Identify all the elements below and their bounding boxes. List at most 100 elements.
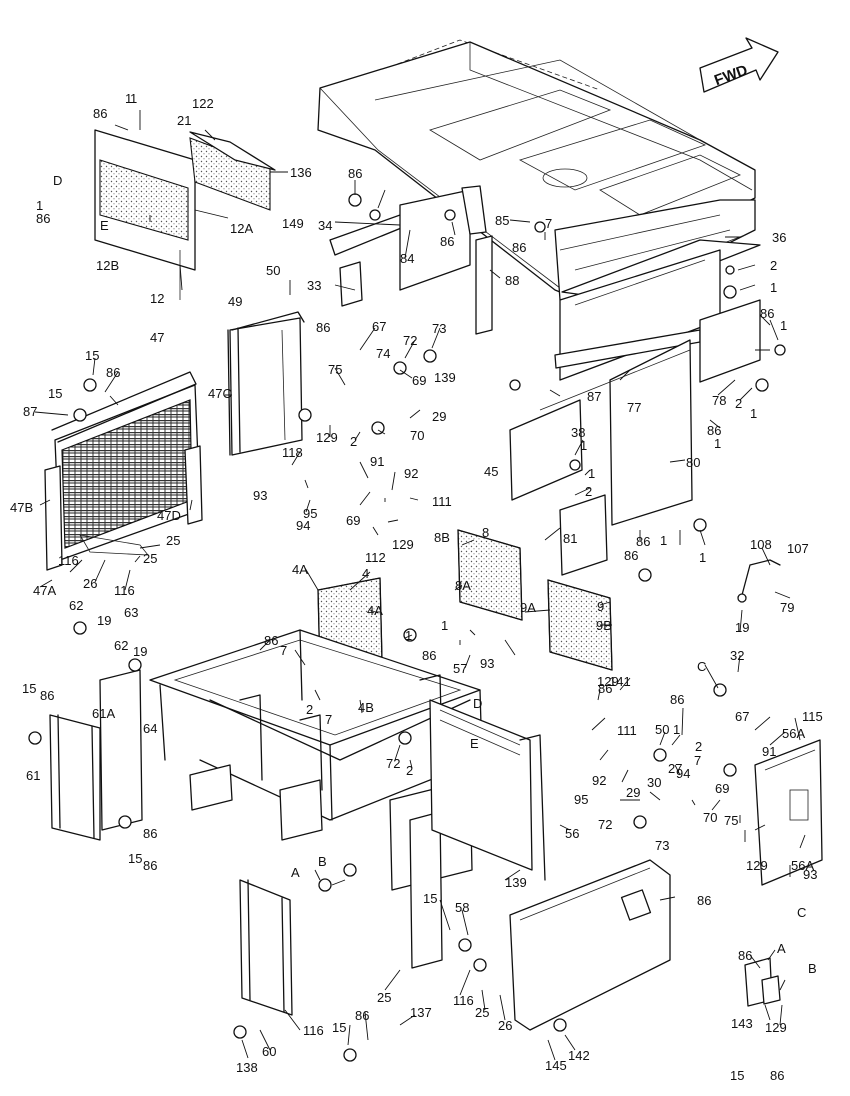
- door-58: [509, 859, 671, 1031]
- part-number-label: 19: [735, 620, 749, 635]
- part-number-label: 129: [746, 858, 768, 873]
- part-number-label: 108: [750, 537, 772, 552]
- part-number-label: 86: [697, 893, 711, 908]
- part-number-label: C: [697, 659, 706, 674]
- part-number-label: 27: [668, 761, 682, 776]
- part-number-label: 70: [410, 428, 424, 443]
- part-number-label: 95: [303, 506, 317, 521]
- part-number-label: 30: [647, 775, 661, 790]
- part-number-label: B: [808, 961, 817, 976]
- side-panel-60: [239, 879, 293, 1016]
- part-number-label: 137: [410, 1005, 432, 1020]
- part-number-label: 1: [36, 198, 43, 213]
- part-number-label: 2: [770, 258, 777, 273]
- part-number-label: 87: [23, 404, 37, 419]
- part-number-label: 149: [282, 216, 304, 231]
- part-number-label: E: [100, 218, 109, 233]
- part-number-label: 86: [355, 1008, 369, 1023]
- part-number-label: 38: [571, 425, 585, 440]
- fwd-arrow-icon: FWD: [699, 37, 779, 93]
- leader-lines: [34, 110, 806, 1061]
- part-number-label: 77: [627, 400, 641, 415]
- cover-plates: [509, 339, 693, 576]
- part-number-label: 86: [760, 306, 774, 321]
- part-number-label: 67: [372, 319, 386, 334]
- roof-brackets: [329, 185, 761, 383]
- part-number-label: 56A: [791, 858, 814, 873]
- part-number-label: 1: [770, 280, 777, 295]
- part-number-label: 7: [280, 643, 287, 658]
- part-number-label: 49: [228, 294, 242, 309]
- part-number-label: 86: [624, 548, 638, 563]
- part-number-label: 86: [36, 211, 50, 226]
- part-number-label: 88: [505, 273, 519, 288]
- part-number-label: 116: [453, 993, 474, 1008]
- part-number-label: 62: [114, 638, 128, 653]
- part-number-label: 72: [598, 817, 612, 832]
- part-number-label: 15: [730, 1068, 744, 1083]
- part-number-label: 107: [787, 541, 809, 556]
- part-number-label: 86: [707, 423, 721, 438]
- part-number-label: 2: [350, 434, 357, 449]
- part-number-label: 86: [670, 692, 684, 707]
- part-number-label: 19: [97, 613, 111, 628]
- part-number-label: 75: [724, 813, 738, 828]
- part-number-label: 129: [597, 674, 619, 689]
- part-number-label: 91: [370, 454, 384, 469]
- part-number-label: 60: [262, 1044, 276, 1059]
- part-number-label: 25: [166, 533, 180, 548]
- part-number-label: A: [777, 941, 786, 956]
- part-number-label: 1: [441, 618, 448, 633]
- part-number-label: 86: [93, 106, 107, 121]
- part-number-label: 129: [316, 430, 338, 445]
- part-number-label: 12B: [96, 258, 119, 273]
- part-number-label: 1: [714, 436, 721, 451]
- part-number-label: 7: [325, 712, 332, 727]
- part-number-label: 15: [423, 891, 437, 906]
- part-number-label: 50: [655, 722, 669, 737]
- part-number-label: 129: [392, 537, 414, 552]
- part-number-label: 8A: [455, 578, 471, 593]
- part-number-label: 56: [565, 826, 579, 841]
- part-number-label: 15: [48, 386, 62, 401]
- part-number-label: 139: [505, 875, 527, 890]
- part-number-label: 86: [40, 688, 54, 703]
- part-number-label: 26: [498, 1018, 512, 1033]
- part-number-label: 25: [377, 990, 391, 1005]
- hose-108: [737, 559, 781, 603]
- part-number-label: 9B: [596, 618, 612, 633]
- part-number-label: 143: [731, 1016, 753, 1031]
- part-number-label: 86: [348, 166, 362, 181]
- part-number-label: 4A: [292, 562, 308, 577]
- part-number-label: 56A: [782, 726, 805, 741]
- part-number-label: 73: [655, 838, 669, 853]
- part-number-label: 94: [676, 766, 690, 781]
- part-number-label: 86: [422, 648, 436, 663]
- part-number-label: 50: [266, 263, 280, 278]
- part-number-label: 25: [143, 551, 157, 566]
- part-number-label: 86: [512, 240, 526, 255]
- fastener-bolts: [28, 193, 786, 1062]
- part-number-label: 47A: [33, 583, 56, 598]
- part-number-label: 93: [480, 656, 494, 671]
- main-frame: [149, 629, 483, 969]
- part-number-label: 9: [597, 599, 604, 614]
- part-number-label: 8: [482, 525, 489, 540]
- part-number-label: E: [470, 736, 479, 751]
- part-number-label: 4A: [367, 603, 383, 618]
- part-number-label: 29: [626, 785, 640, 800]
- part-number-label: 79: [780, 600, 794, 615]
- part-number-label: 70: [703, 810, 717, 825]
- part-number-label: 136: [290, 165, 312, 180]
- part-number-label: 116: [303, 1023, 324, 1038]
- part-number-label: C: [797, 905, 806, 920]
- side-panel-61: [49, 669, 143, 841]
- part-number-label: 8B: [434, 530, 450, 545]
- part-number-label: 1: [125, 91, 132, 106]
- part-number-label: B: [318, 854, 327, 869]
- part-number-label: 139: [434, 370, 456, 385]
- part-number-label: 86: [143, 858, 157, 873]
- part-number-label: 118: [282, 445, 303, 460]
